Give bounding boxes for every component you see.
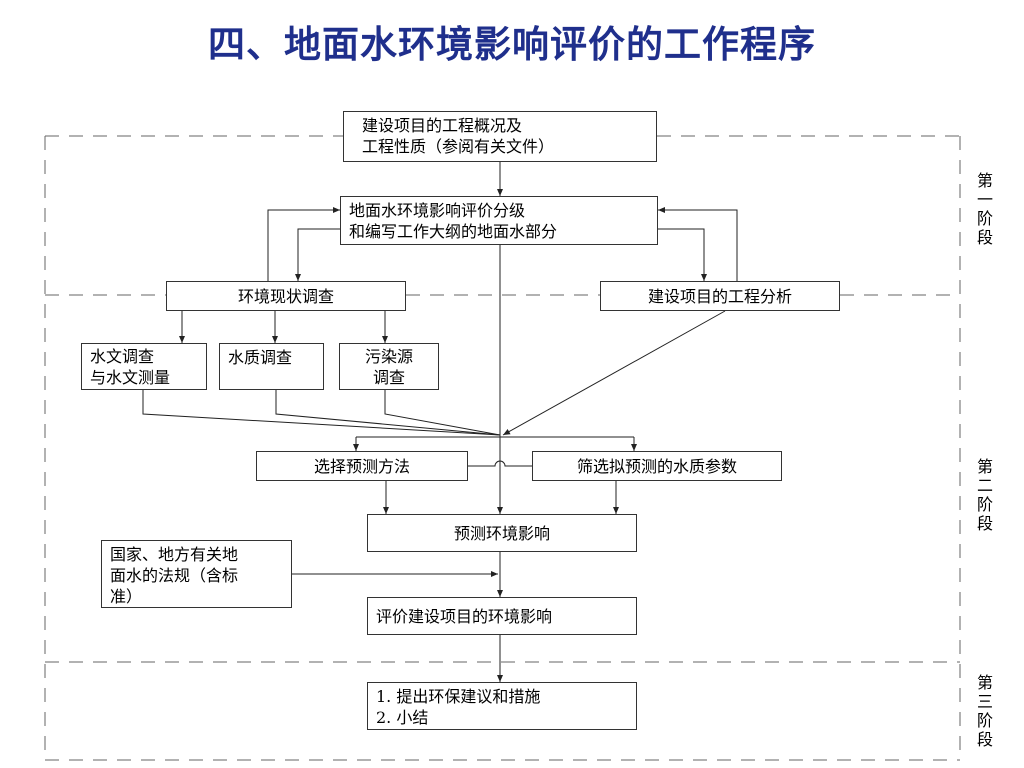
screen-parameters-box: 筛选拟预测的水质参数 [532,451,782,481]
project-overview-box: 建设项目的工程概况及 工程性质（参阅有关文件） [343,111,657,162]
select-method-box: 选择预测方法 [256,451,468,481]
regulations-box: 国家、地方有关地 面水的法规（含标 准） [101,540,292,608]
stage-one-label: 第 一 阶 段 [974,171,996,247]
stage-two-label: 第 二 阶 段 [974,457,996,533]
stage-dividers [44,135,961,761]
select-method-text: 选择预测方法 [313,456,410,476]
status-survey-box: 环境现状调查 [166,281,406,311]
stage-three-label: 第 三 阶 段 [974,673,996,749]
pollution-source-survey-text: 污染源 调查 [364,346,413,387]
hydrology-survey-box: 水文调查 与水文测量 [81,343,207,390]
project-overview-text: 建设项目的工程概况及 工程性质（参阅有关文件） [362,116,555,156]
engineering-analysis-box: 建设项目的工程分析 [600,281,840,311]
page-title: 四、地面水环境影响评价的工作程序 [208,23,816,66]
regulations-text: 国家、地方有关地 面水的法规（含标 准） [110,545,239,606]
final-step-text: 1. 提出环保建议和措施 2. 小结 [376,687,541,727]
grading-text: 地面水环境影响评价分级 和编写工作大纲的地面水部分 [349,200,558,241]
grading-box: 地面水环境影响评价分级 和编写工作大纲的地面水部分 [340,196,658,245]
water-quality-survey-text: 水质调查 [228,348,293,367]
hydrology-survey-text: 水文调查 与水文测量 [90,346,171,387]
pollution-source-survey-box: 污染源 调查 [339,343,439,390]
screen-parameters-text: 筛选拟预测的水质参数 [576,456,737,476]
status-survey-text: 环境现状调查 [237,286,334,306]
water-quality-survey-box: 水质调查 [219,343,324,390]
evaluate-impact-box: 评价建设项目的环境影响 [367,597,637,635]
final-step-box: 1. 提出环保建议和措施 2. 小结 [367,682,637,730]
predict-impact-box: 预测环境影响 [367,514,637,552]
predict-impact-text: 预测环境影响 [453,523,550,543]
evaluate-impact-text: 评价建设项目的环境影响 [376,606,553,626]
engineering-analysis-text: 建设项目的工程分析 [647,286,792,306]
